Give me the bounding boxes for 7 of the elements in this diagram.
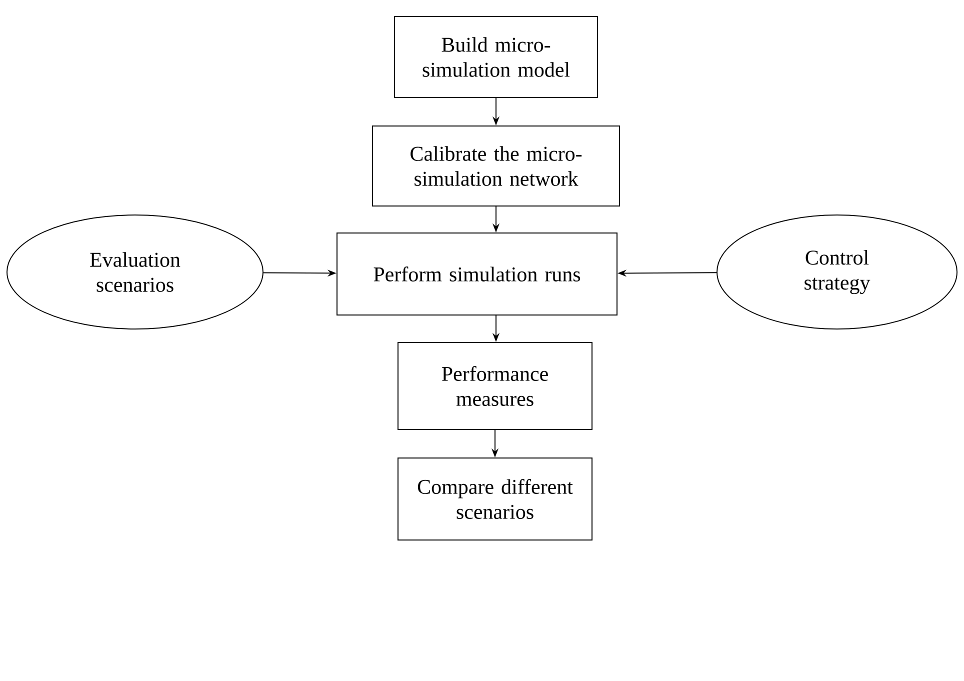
process-box: Performance measures <box>398 342 592 430</box>
ellipse-node: Control strategy <box>716 214 958 330</box>
ellipse-node: Evaluation scenarios <box>6 214 264 330</box>
process-box: Build micro-simulation model <box>394 16 598 98</box>
process-box: Perform simulation runs <box>336 232 618 316</box>
process-box: Calibrate the micro-simulation network <box>372 126 620 206</box>
process-box: Compare different scenarios <box>398 458 592 540</box>
